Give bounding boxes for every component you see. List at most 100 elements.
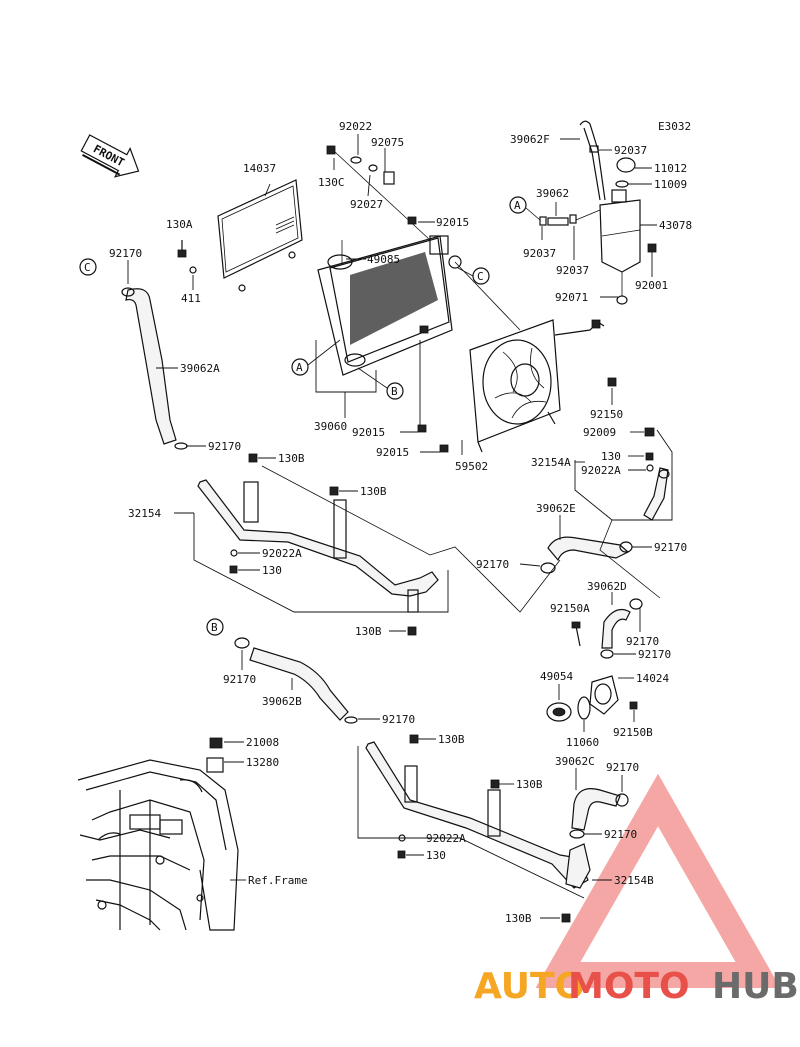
hose-39062 <box>539 214 577 226</box>
svg-text:C: C <box>84 261 91 274</box>
label-92001: 92001 <box>635 279 668 292</box>
label-130-b: 130 <box>262 564 282 577</box>
label-11012: 11012 <box>654 162 687 175</box>
callout-c-hose: C <box>79 258 97 276</box>
label-92170-g2: 92170 <box>604 828 637 841</box>
label-92015-a: 92015 <box>352 426 385 439</box>
label-39060: 39060 <box>314 420 347 433</box>
label-92170-c: 92170 <box>109 247 142 260</box>
svg-text:B: B <box>391 385 398 398</box>
svg-text:B: B <box>211 621 218 634</box>
bolt-130A <box>177 240 187 258</box>
label-11060: 11060 <box>566 736 599 749</box>
label-92170-e2: 92170 <box>654 541 687 554</box>
watermark-hub: HUB <box>712 966 799 1007</box>
label-130B-c: 130B <box>355 625 382 638</box>
label-92022: 92022 <box>339 120 372 133</box>
bolt-92150A <box>571 621 581 647</box>
callout-b-hose: B <box>206 618 224 636</box>
watermark-logo: AUTO MOTO HUB <box>474 773 799 1007</box>
hose-39062D <box>600 598 643 659</box>
label-92015-top: 92015 <box>436 216 469 229</box>
pipe-32154B <box>365 734 591 923</box>
grommet-411 <box>189 266 197 274</box>
label-92009: 92009 <box>583 426 616 439</box>
watermark-auto: AUTO <box>474 966 585 1007</box>
fan-assembly-59502 <box>469 319 617 453</box>
label-32154: 32154 <box>128 507 161 520</box>
label-92027: 92027 <box>350 198 383 211</box>
label-59502: 59502 <box>455 460 488 473</box>
label-39062F: 39062F <box>510 133 550 146</box>
label-130B-d: 130B <box>438 733 465 746</box>
label-92022A-b: 92022A <box>262 547 302 560</box>
label-49085: 49085 <box>367 253 400 266</box>
clip-21008 <box>209 737 223 749</box>
label-92037-c: 92037 <box>556 264 589 277</box>
label-92022A-a: 92022A <box>581 464 621 477</box>
label-92150: 92150 <box>590 408 623 421</box>
thermostat-49054 <box>546 702 572 722</box>
callout-a-radiator: A <box>291 358 309 376</box>
callout-b-radiator: B <box>386 382 404 400</box>
label-130A: 130A <box>166 218 193 231</box>
bracket-13280 <box>206 757 224 773</box>
label-43078: 43078 <box>659 219 692 232</box>
label-92170-d1: 92170 <box>626 635 659 648</box>
hose-39062F <box>579 120 606 201</box>
label-11009: 11009 <box>654 178 687 191</box>
bolt-stack-130C <box>326 145 431 241</box>
front-arrow-icon: FRONT <box>80 134 140 178</box>
hose-39062A <box>121 287 188 450</box>
label-92170-d2: 92170 <box>638 648 671 661</box>
label-92170-a: 92170 <box>208 440 241 453</box>
radiator-39060 <box>317 216 462 453</box>
label-130C: 130C <box>318 176 345 189</box>
hose-39062B <box>234 637 358 724</box>
hose-39062C <box>569 788 629 839</box>
label-92170-e1: 92170 <box>476 558 509 571</box>
label-14024: 14024 <box>636 672 669 685</box>
vehicle-frame <box>77 759 239 931</box>
label-39062B: 39062B <box>262 695 302 708</box>
label-130B-f: 130B <box>505 912 532 925</box>
label-49054: 49054 <box>540 670 573 683</box>
label-92015-b: 92015 <box>376 446 409 459</box>
watermark-moto: MOTO <box>568 966 690 1007</box>
label-92071: 92071 <box>555 291 588 304</box>
svg-text:A: A <box>514 199 521 212</box>
label-92037-a: 92037 <box>614 144 647 157</box>
radiator-screen-14037 <box>217 179 303 292</box>
label-130-c: 130 <box>426 849 446 862</box>
label-130B-e: 130B <box>516 778 543 791</box>
label-92075: 92075 <box>371 136 404 149</box>
label-39062: 39062 <box>536 187 569 200</box>
label-39062D: 39062D <box>587 580 627 593</box>
label-14037: 14037 <box>243 162 276 175</box>
watermark-triangle <box>535 773 781 988</box>
label-92037-b: 92037 <box>523 247 556 260</box>
label-92170-f: 92170 <box>382 713 415 726</box>
label-130B-a: 130B <box>278 452 305 465</box>
label-32154B: 32154B <box>614 874 654 887</box>
svg-text:A: A <box>296 361 303 374</box>
hose-39062E <box>540 536 633 574</box>
label-92170-b: 92170 <box>223 673 256 686</box>
label-92170-g1: 92170 <box>606 761 639 774</box>
label-39062C: 39062C <box>555 755 595 768</box>
label-32154A: 32154A <box>531 456 571 469</box>
label-39062E: 39062E <box>536 502 576 515</box>
thermostat-housing-14024 <box>589 675 638 715</box>
reserve-tank-43078 <box>599 157 657 305</box>
label-39062A: 39062A <box>180 362 220 375</box>
label-411: 411 <box>181 292 201 305</box>
callout-c-radiator: C <box>472 267 490 285</box>
svg-text:C: C <box>477 270 484 283</box>
callout-a-tank: A <box>509 196 527 214</box>
label-92022A-c: 92022A <box>426 832 466 845</box>
pipe-32154 <box>197 453 439 636</box>
gasket-11060 <box>577 696 591 720</box>
label-92150A: 92150A <box>550 602 590 615</box>
label-13280: 13280 <box>246 756 279 769</box>
